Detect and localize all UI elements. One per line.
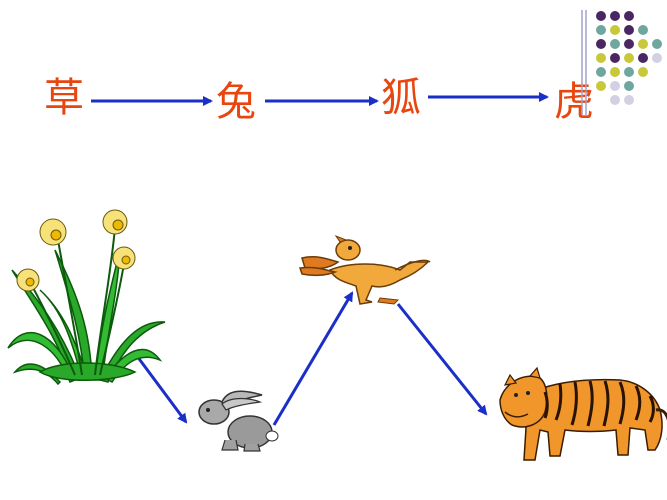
label-fox: 狐 bbox=[381, 75, 421, 121]
fox-icon bbox=[299, 234, 431, 305]
decorative-dot-grid bbox=[596, 11, 662, 105]
label-rabbit: 兔 bbox=[216, 79, 256, 125]
daffodil-icon bbox=[7, 209, 166, 386]
arrow-rabbit-to-fox bbox=[272, 291, 354, 426]
rabbit-icon bbox=[198, 390, 279, 452]
tiger-icon bbox=[499, 366, 667, 461]
arrow-fox-to-tiger bbox=[396, 303, 488, 416]
label-tiger: 虎 bbox=[554, 79, 594, 125]
arrow-daffodil-to-rabbit bbox=[132, 351, 188, 424]
label-grass: 草 bbox=[44, 75, 84, 121]
